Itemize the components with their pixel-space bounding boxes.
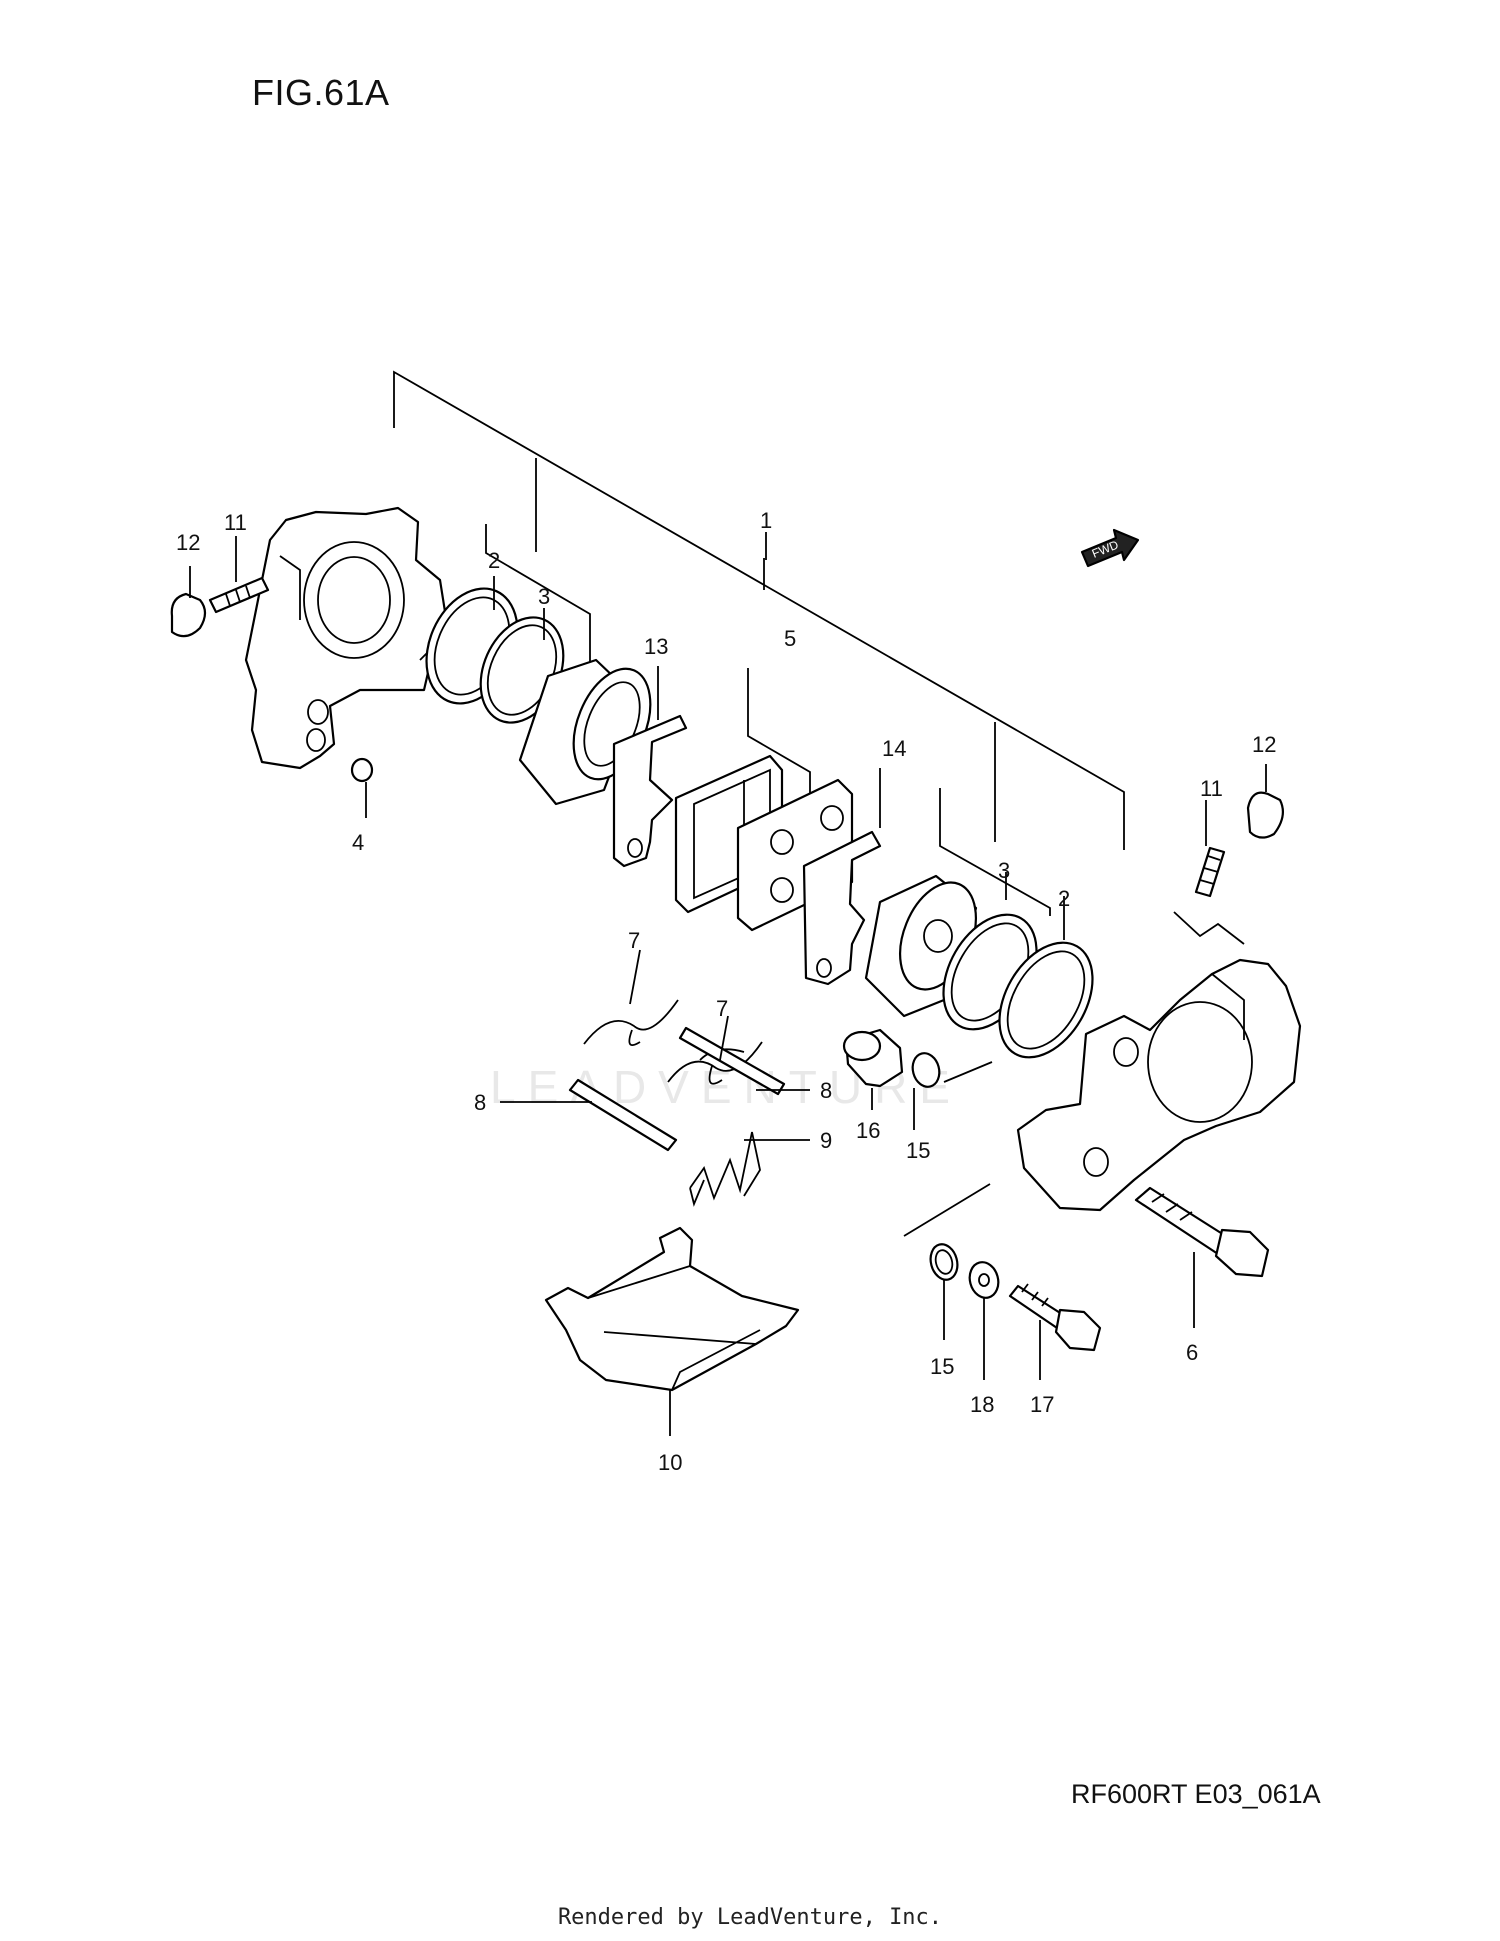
callout-17: 17 [1030, 1392, 1054, 1417]
callout-13: 13 [644, 634, 668, 659]
callout-7-lower: 7 [716, 996, 728, 1021]
callout-numbers: 1 2 3 13 5 14 12 11 4 12 11 3 2 7 7 8 8 … [176, 508, 1276, 1475]
figure-title: FIG.61A [252, 72, 390, 113]
callout-18: 18 [970, 1392, 994, 1417]
callout-12-right: 12 [1252, 732, 1276, 757]
render-credit: Rendered by LeadVenture, Inc. [557, 1905, 943, 1930]
callout-8-right: 8 [820, 1078, 832, 1103]
pad-spring-9 [689, 1131, 761, 1207]
right-caliper-body [1016, 958, 1302, 1212]
callout-2-left: 2 [488, 548, 500, 573]
washer-18 [968, 1261, 1000, 1299]
right-bleeder-cap [1246, 791, 1285, 839]
pad-pin-upper [678, 1026, 786, 1096]
washer-15-lower [929, 1243, 959, 1281]
spring-clip-upper [583, 999, 679, 1046]
sleeve-16 [842, 1028, 904, 1088]
washer-4 [350, 757, 374, 783]
mounting-bolt-17 [1008, 1283, 1102, 1352]
callout-6: 6 [1186, 1340, 1198, 1365]
pad-pin-lower [568, 1078, 678, 1152]
figure-code: RF600RT E03_061A [1071, 1779, 1321, 1809]
assembly-bracket [393, 370, 1125, 916]
right-piston-seals [942, 913, 1094, 1059]
pad-cover-10 [544, 1226, 800, 1392]
callout-15-upper: 15 [906, 1138, 930, 1163]
callout-16: 16 [856, 1118, 880, 1143]
callout-8-left: 8 [474, 1090, 486, 1115]
caliper-bolt-6 [1134, 1186, 1270, 1278]
callout-3-right: 3 [998, 858, 1010, 883]
right-bleeder-valve [1194, 846, 1226, 898]
callout-14: 14 [882, 736, 906, 761]
left-caliper-body [244, 506, 448, 770]
callout-2-right: 2 [1058, 886, 1070, 911]
callout-3-left: 3 [538, 584, 550, 609]
left-bleeder-valve [208, 576, 270, 614]
callout-4: 4 [352, 830, 364, 855]
shim-13 [612, 714, 688, 868]
callout-7-upper: 7 [628, 928, 640, 953]
washer-18-hole [978, 1273, 990, 1287]
forward-direction-arrow: FWD [1080, 528, 1140, 568]
shim-14 [802, 830, 882, 986]
callout-1: 1 [760, 508, 772, 533]
callout-9: 9 [820, 1128, 832, 1153]
callout-leaders [189, 532, 1267, 1436]
washer-15-upper [911, 1052, 941, 1088]
left-bleeder-cap [170, 592, 207, 638]
washer-15-lower-hole [934, 1249, 954, 1275]
callout-12-left: 12 [176, 530, 200, 555]
callout-15-lower: 15 [930, 1354, 954, 1379]
callout-11-left: 11 [224, 510, 247, 535]
callout-11-right: 11 [1200, 776, 1223, 801]
callout-10: 10 [658, 1450, 682, 1475]
callout-5: 5 [784, 626, 796, 651]
